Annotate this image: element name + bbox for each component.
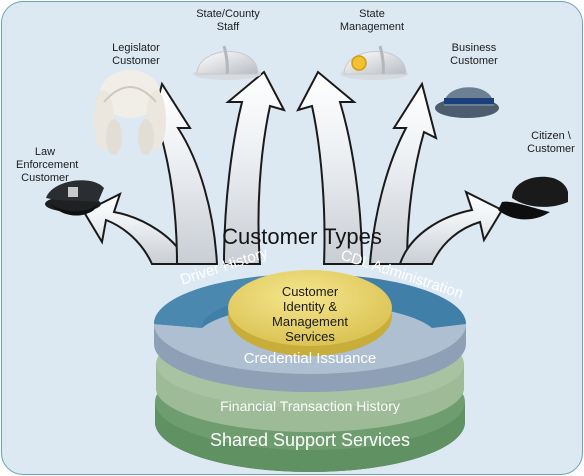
layer-stack	[153, 270, 466, 472]
credential-issuance-label: Credential Issuance	[243, 350, 377, 367]
baseball-cap-icon	[498, 176, 568, 220]
shared-support-label: Shared Support Services	[209, 430, 411, 450]
core-disc	[228, 270, 392, 346]
white-hard-hat-with-emblem-icon	[340, 45, 408, 80]
label-state-management: State Management	[339, 8, 405, 33]
fedora-hat-icon	[435, 87, 499, 118]
arrow-business	[368, 81, 438, 265]
diagram-title: Customer Types	[222, 224, 382, 249]
label-business: Business Customer	[450, 42, 498, 67]
arrow-law-enforcement	[82, 192, 189, 265]
police-cap-icon	[45, 180, 104, 216]
label-legislator: Legislator Customer	[112, 42, 160, 67]
arrow-citizen	[398, 190, 504, 265]
white-hard-hat-icon	[193, 45, 261, 80]
arrow-state-county	[222, 70, 286, 265]
label-citizen: Citizen \ Customer	[527, 130, 575, 155]
label-state-county-staff: State/County Staff	[196, 8, 260, 33]
core-services-label: Customer Identity & Management Services	[272, 284, 348, 344]
judicial-wig-icon	[94, 70, 166, 155]
label-law-enforcement: Law Enforcement Customer	[16, 146, 79, 184]
arrow-state-management	[296, 70, 364, 265]
financial-layer-label: Financial Transaction History	[220, 398, 400, 414]
